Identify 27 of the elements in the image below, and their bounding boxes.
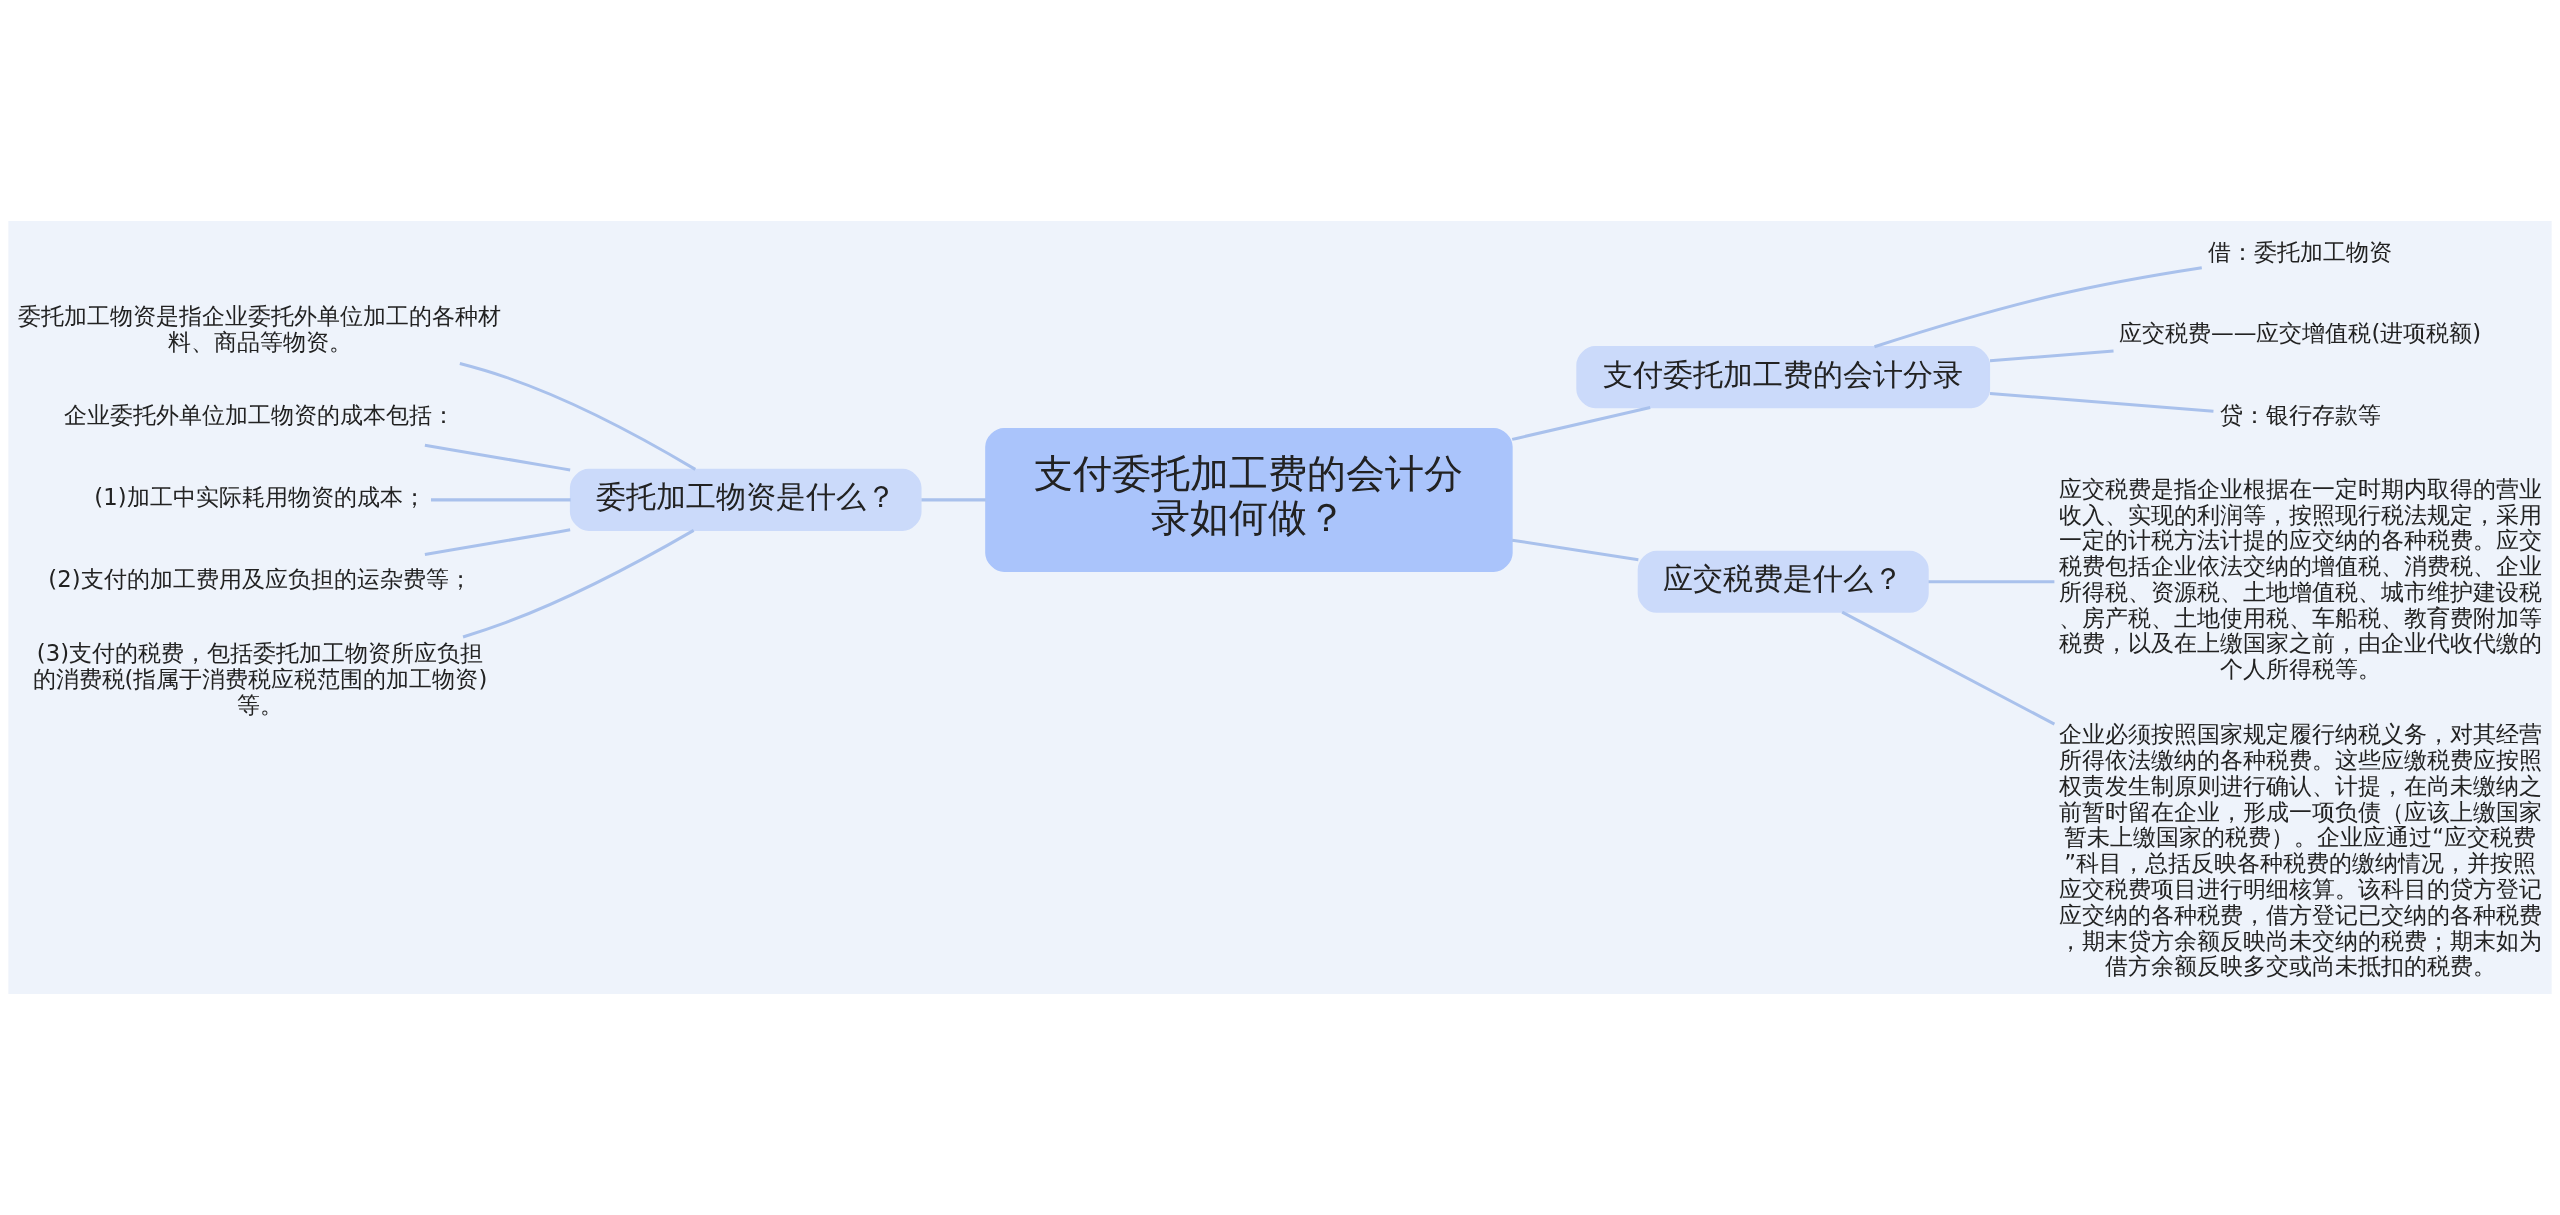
connector [1989,391,2214,413]
connector [1841,610,2056,726]
connector [1511,538,1639,562]
connector [459,362,697,471]
connector [1874,266,2202,349]
node-box: 应交税费是什么？ [1637,550,1929,613]
node-text: 企业委托外单位加工物资的成本包括： [64,402,456,429]
connector [921,498,986,502]
node-text: (2)支付的加工费用及应负担的运杂费等； [48,566,472,593]
connector [424,443,571,472]
node-box: 委托加工物资是什么？ [569,468,922,531]
node-text: (3)支付的税费，包括委托加工物资所应负担的消费税(指属于消费税应税范围的加工物资)等。 [32,640,488,718]
node-text: (1)加工中实际耗用物资的成本； [94,484,426,511]
node-text: 委托加工物资是指企业委托外单位加工的各种材料、商品等物资。 [18,303,502,355]
node-text: 贷：银行存款等 [2219,402,2381,429]
connector [1928,580,2055,584]
node-text: 应交税费是指企业根据在一定时期内取得的营业收入、实现的利润等，按照现行税法规定，采用一定的计税方法计提的应交纳的各种税费。应交税费包括企业依法交纳的增值税、消费税、企业所得税、资源税、土地增值税、城市维护建设税、房产税、土地使用税、车船税、教育费附加等税费，以及在上缴国家之前，由企业代收代缴的个人所得税等。 [2058,475,2542,683]
connector [1989,349,2114,363]
node-text: 应交税费——应交增值税(进项税额) [2118,320,2482,347]
node-box: 支付委托加工费的会计分录 [1576,346,1991,409]
connector [430,498,571,502]
node-text: 借：委托加工物资 [2208,238,2393,265]
connector [1511,406,1651,441]
connector [462,529,695,639]
node-box: 支付委托加工费的会计分录如何做？ [985,427,1513,572]
node-text: 企业必须按照国家规定履行纳税义务，对其经营所得依法缴纳的各种税费。这些应缴税费应按照权责发生制原则进行确认、计提，在尚未缴纳之前暂时留在企业，形成一项负债（应该上缴国家暂未上缴国家的税费）。企业应通过“应交税费”科目，总括反映各种税费的缴纳情况，并按照应交税费项目进行明细核算。该科目的贷方登记应交纳的各种税费，借方登记已交纳的各种税费，期末贷方余额反映尚未交纳的税费；期末如为借方余额反映多交或尚未抵扣的税费。 [2058,721,2542,980]
connector [424,528,571,556]
